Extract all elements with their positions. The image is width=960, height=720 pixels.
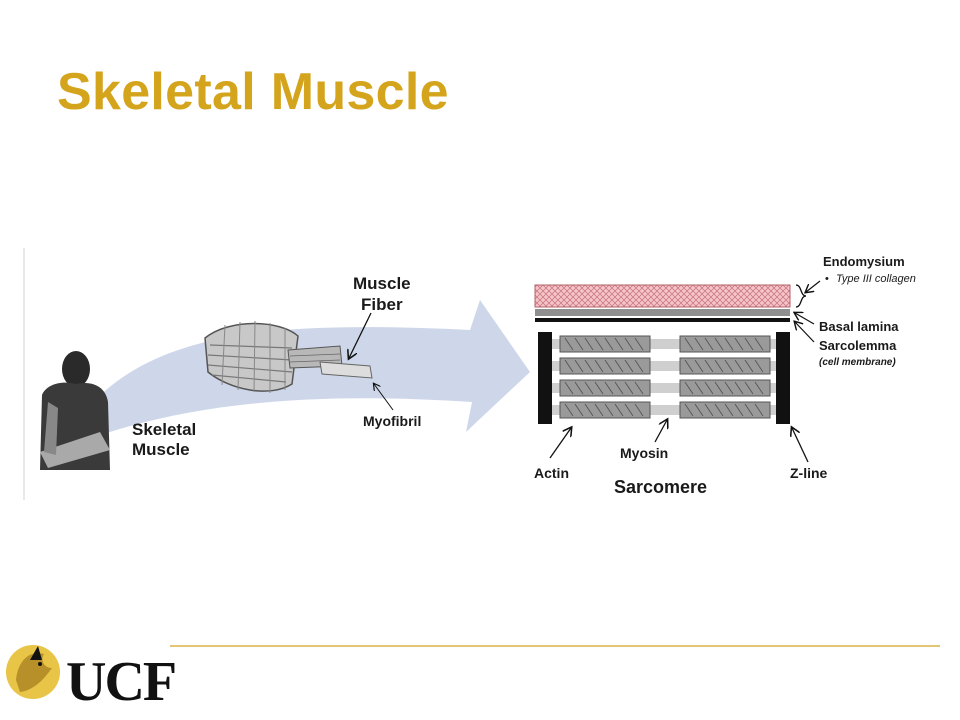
myofibril-label: Myofibril xyxy=(363,413,422,429)
sarcolemma-layer xyxy=(535,318,790,322)
sarcolemma-label: Sarcolemma xyxy=(819,338,897,353)
muscle-fiber-label-line1: Muscle xyxy=(353,274,411,293)
sarcomere-structure xyxy=(538,332,790,424)
skeletal-muscle-label-line1: Skeletal xyxy=(132,420,197,439)
z-line-left xyxy=(538,332,552,424)
myosin-label: Myosin xyxy=(620,445,669,461)
human-figure-icon xyxy=(40,351,110,470)
collagen-label: Type III collagen xyxy=(836,273,916,285)
skeletal-muscle-label-line2: Muscle xyxy=(132,440,190,459)
zline-label: Z-line xyxy=(790,465,828,481)
ucf-logo-text: UCF xyxy=(66,651,177,713)
muscle-fiber-label: Muscle Fiber xyxy=(353,273,411,315)
z-line-right xyxy=(776,332,790,424)
actin-label: Actin xyxy=(534,465,569,481)
zoom-arrow xyxy=(60,300,530,450)
endomysium-layer xyxy=(534,284,791,308)
collagen-bullet: • xyxy=(825,273,829,285)
cell-membrane-label: (cell membrane) xyxy=(819,357,896,368)
slide-title: Skeletal Muscle xyxy=(57,63,449,121)
skeletal-muscle-label: Skeletal Muscle xyxy=(132,420,196,460)
sarcomere-label: Sarcomere xyxy=(614,477,708,497)
footer-divider xyxy=(170,645,940,647)
myofibril xyxy=(319,361,373,379)
endomysium-label: Endomysium xyxy=(823,254,905,269)
ucf-pegasus-logo-icon xyxy=(6,645,60,699)
basal-lamina-layer xyxy=(535,309,790,316)
basal-lamina-label: Basal lamina xyxy=(819,319,899,334)
muscle-fiber-label-line2: Fiber xyxy=(361,295,403,314)
